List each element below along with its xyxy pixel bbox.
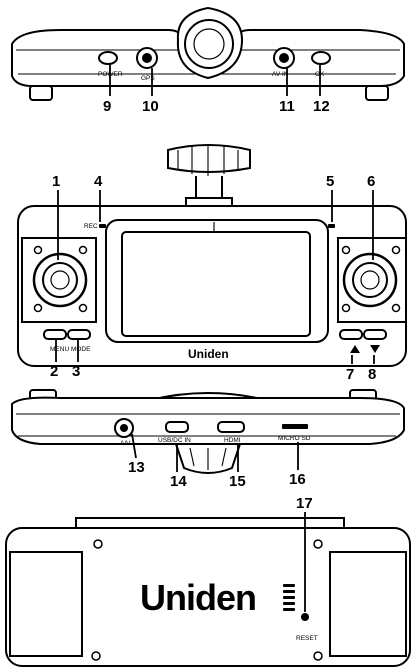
top-view: POWER GPS AV IN OK 9 10 11 12	[11, 6, 405, 115]
callout-13: 13	[128, 459, 145, 476]
left-lens	[32, 252, 88, 308]
bottom-view: A/V USB/DC IN HDMI MICRO SD 13 14 15 16	[11, 389, 405, 490]
hdmi-port[interactable]	[217, 421, 245, 433]
av-in-port[interactable]	[273, 47, 295, 69]
up-button[interactable]	[339, 329, 363, 340]
gps-port[interactable]	[136, 47, 158, 69]
callout-1: 1	[52, 173, 60, 190]
callout-6: 6	[367, 173, 375, 190]
lcd-screen	[121, 231, 311, 337]
reset-label: RESET	[296, 635, 318, 642]
callout-15: 15	[229, 473, 246, 490]
back-brand-logo: Uniden	[140, 577, 256, 618]
av-port[interactable]	[114, 418, 134, 438]
menu-mode-label: MENU MODE	[50, 346, 91, 353]
callout-14: 14	[170, 473, 187, 490]
callout-5: 5	[326, 173, 334, 190]
callout-8: 8	[368, 366, 376, 383]
callout-17: 17	[296, 495, 313, 512]
down-arrow-icon	[370, 345, 380, 353]
callout-16: 16	[289, 471, 306, 488]
menu-button[interactable]	[43, 329, 67, 340]
rec-label: REC	[84, 223, 98, 230]
mount-knob	[176, 6, 244, 80]
back-view: Uniden RESET 17	[5, 495, 411, 667]
callout-9: 9	[103, 98, 111, 115]
right-lens	[342, 252, 398, 308]
down-button[interactable]	[363, 329, 387, 340]
callout-10: 10	[142, 98, 159, 115]
front-view: Uniden REC MENU MODE 1 4 5 6 2 3 7 8	[17, 144, 407, 383]
usb-dc-in-port[interactable]	[165, 421, 189, 433]
ok-button[interactable]	[311, 51, 331, 65]
callout-11: 11	[279, 98, 295, 115]
av-in-label: AV IN	[272, 71, 289, 78]
av-label: A/V	[120, 440, 131, 447]
callout-2: 2	[50, 363, 58, 380]
status-indicator	[328, 224, 335, 228]
rec-indicator	[99, 224, 106, 228]
callout-12: 12	[313, 98, 330, 115]
front-brand-logo: Uniden	[188, 347, 229, 361]
speaker-grille	[283, 584, 295, 611]
up-arrow-icon	[350, 345, 360, 353]
back-body	[5, 527, 411, 667]
micro-sd-slot[interactable]	[282, 424, 308, 429]
micro-sd-label: MICRO SD	[278, 435, 311, 442]
usb-dc-in-label: USB/DC IN	[158, 437, 191, 444]
mount-knob-front	[167, 144, 251, 207]
callout-7: 7	[346, 366, 354, 383]
callout-4: 4	[94, 173, 103, 190]
gps-label: GPS	[141, 75, 155, 82]
bottom-body	[11, 396, 405, 445]
hdmi-label: HDMI	[224, 437, 241, 444]
reset-button[interactable]	[301, 613, 309, 621]
mode-button[interactable]	[67, 329, 91, 340]
power-button[interactable]	[98, 51, 118, 65]
callout-3: 3	[72, 363, 80, 380]
